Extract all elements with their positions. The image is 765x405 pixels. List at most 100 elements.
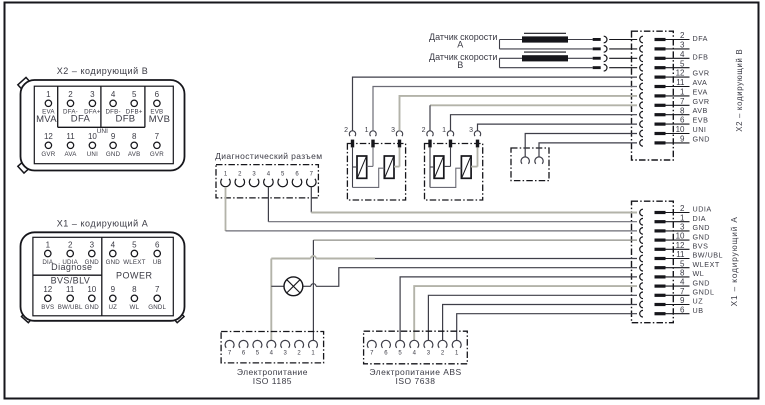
svg-text:3: 3 [90, 240, 95, 249]
svg-text:EVB: EVB [693, 116, 709, 125]
svg-text:Датчик скорости: Датчик скорости [429, 52, 497, 62]
svg-text:GVR: GVR [41, 151, 55, 158]
svg-text:11: 11 [66, 132, 75, 141]
svg-text:12: 12 [676, 241, 685, 250]
svg-text:GVR: GVR [693, 97, 710, 106]
svg-text:DFB-: DFB- [105, 109, 120, 116]
svg-text:9: 9 [680, 135, 685, 144]
svg-text:1: 1 [365, 127, 369, 134]
svg-text:GVR: GVR [150, 151, 164, 158]
svg-text:GVR: GVR [693, 69, 710, 78]
svg-text:WLEXT: WLEXT [123, 259, 145, 266]
svg-text:2: 2 [68, 240, 73, 249]
svg-text:3: 3 [252, 172, 256, 178]
svg-text:POWER: POWER [116, 271, 153, 281]
svg-text:BVS/BLV: BVS/BLV [51, 276, 91, 286]
svg-text:2: 2 [238, 172, 242, 178]
svg-text:DFA: DFA [693, 34, 708, 43]
svg-text:10: 10 [676, 125, 685, 134]
svg-text:8: 8 [132, 132, 137, 141]
svg-text:9: 9 [111, 285, 116, 294]
svg-text:6: 6 [680, 116, 685, 125]
svg-text:2: 2 [441, 351, 445, 357]
svg-text:1: 1 [680, 213, 685, 222]
svg-text:GND: GND [85, 259, 100, 266]
svg-text:DFA-: DFA- [63, 109, 78, 116]
svg-text:UNI: UNI [87, 151, 98, 158]
svg-text:GND: GND [693, 223, 710, 232]
svg-text:3: 3 [90, 90, 95, 99]
svg-text:3: 3 [284, 351, 288, 357]
svg-text:GND: GND [693, 232, 710, 241]
svg-text:DIA: DIA [693, 214, 706, 223]
svg-text:5: 5 [281, 172, 285, 178]
svg-text:BVS: BVS [693, 242, 709, 251]
svg-text:10: 10 [88, 132, 97, 141]
svg-text:12: 12 [43, 285, 52, 294]
svg-text:UZ: UZ [108, 304, 117, 311]
svg-text:UNI: UNI [693, 125, 707, 134]
svg-text:11: 11 [66, 285, 75, 294]
svg-text:9: 9 [111, 132, 116, 141]
svg-text:GNDL: GNDL [148, 304, 166, 311]
svg-text:1: 1 [455, 351, 459, 357]
svg-text:X2 – кодирующий B: X2 – кодирующий B [57, 66, 149, 76]
svg-text:GND: GND [693, 278, 710, 287]
svg-text:6: 6 [155, 90, 160, 99]
svg-text:UB: UB [153, 259, 162, 266]
svg-text:12: 12 [44, 132, 53, 141]
svg-text:2: 2 [344, 127, 348, 134]
svg-text:7: 7 [680, 97, 685, 106]
svg-text:5: 5 [256, 351, 260, 357]
svg-text:WLEXT: WLEXT [693, 260, 720, 269]
svg-text:4: 4 [111, 90, 116, 99]
svg-text:MVA: MVA [36, 114, 57, 125]
svg-text:5: 5 [398, 351, 402, 357]
svg-text:UDIA: UDIA [62, 259, 78, 266]
svg-text:1: 1 [224, 172, 228, 178]
svg-text:BVS: BVS [41, 304, 54, 311]
svg-text:4: 4 [680, 278, 685, 287]
svg-text:8: 8 [680, 269, 685, 278]
svg-text:5: 5 [680, 259, 685, 268]
svg-text:11: 11 [676, 78, 685, 87]
svg-text:DFB+: DFB+ [126, 109, 143, 116]
svg-text:4: 4 [267, 172, 271, 178]
svg-text:3: 3 [427, 351, 431, 357]
svg-text:BW/UBL: BW/UBL [693, 251, 724, 260]
svg-text:EVA: EVA [693, 87, 708, 96]
svg-text:GND: GND [693, 134, 710, 143]
svg-text:1: 1 [442, 127, 446, 134]
svg-text:6: 6 [295, 172, 299, 178]
svg-text:MVB: MVB [149, 114, 171, 125]
svg-text:Датчик скорости: Датчик скорости [429, 32, 497, 42]
svg-text:WL: WL [693, 269, 705, 278]
svg-text:7: 7 [310, 172, 314, 178]
svg-text:X2 – кодирующий B: X2 – кодирующий B [735, 49, 744, 132]
svg-text:5: 5 [132, 90, 137, 99]
svg-text:1: 1 [46, 240, 51, 249]
svg-text:6: 6 [242, 351, 246, 357]
svg-text:2: 2 [297, 351, 301, 357]
svg-text:GND: GND [106, 151, 121, 158]
svg-text:WL: WL [130, 304, 140, 311]
svg-text:8: 8 [132, 285, 137, 294]
svg-text:EVA: EVA [42, 109, 55, 116]
svg-text:ISO 7638: ISO 7638 [396, 376, 436, 386]
svg-text:1: 1 [311, 351, 315, 357]
svg-text:11: 11 [676, 250, 685, 259]
svg-text:BW/UBL: BW/UBL [58, 304, 83, 311]
svg-text:6: 6 [680, 305, 685, 314]
svg-text:2: 2 [680, 204, 685, 213]
svg-text:AVB: AVB [128, 151, 141, 158]
svg-text:GNDL: GNDL [693, 288, 715, 297]
svg-text:3: 3 [469, 127, 473, 134]
svg-text:A: A [457, 40, 463, 50]
svg-text:7: 7 [155, 132, 160, 141]
svg-text:2: 2 [422, 127, 426, 134]
svg-text:8: 8 [680, 106, 685, 115]
svg-text:ISO 1185: ISO 1185 [253, 376, 292, 386]
svg-text:Электропитание ABS: Электропитание ABS [369, 367, 461, 377]
svg-text:GND: GND [106, 259, 121, 266]
svg-text:UDIA: UDIA [693, 205, 712, 214]
